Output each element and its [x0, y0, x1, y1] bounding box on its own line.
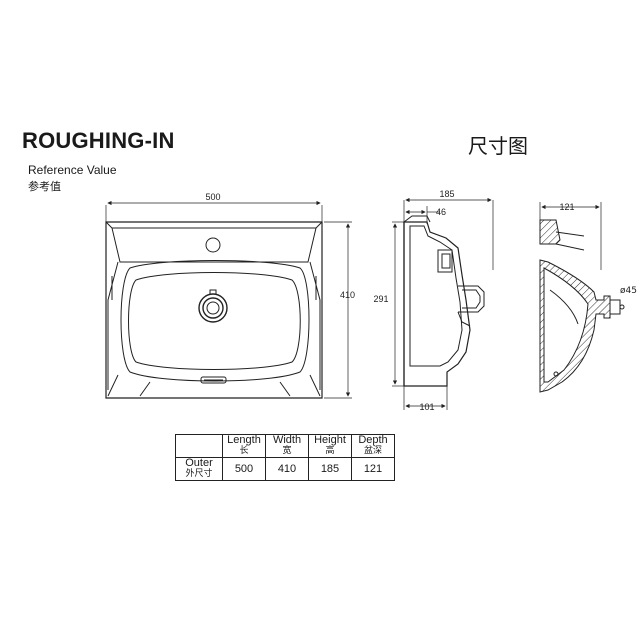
front-height-label: 410 [340, 290, 355, 300]
header-cn: 长 [239, 446, 249, 456]
side-view [392, 197, 494, 410]
section-view [539, 202, 625, 393]
table-header-cell: Depth 盆深 [351, 434, 395, 458]
front-width-label: 500 [205, 192, 220, 202]
value-cell: 410 [265, 457, 309, 481]
table-row: Outer 外尺寸 500 410 185 121 [175, 457, 395, 481]
header-cn: 宽 [282, 446, 292, 456]
value-cell: 121 [351, 457, 395, 481]
side-bottom-label: 101 [419, 402, 434, 412]
header-en: Height [314, 434, 346, 446]
value-cell: 185 [308, 457, 352, 481]
front-view [105, 200, 352, 399]
page-title-cn: 尺寸图 [468, 134, 528, 158]
section-width-label: 121 [559, 202, 574, 212]
table-header-cell: Width 宽 [265, 434, 309, 458]
table-header-cell: Length 长 [222, 434, 266, 458]
header-en: Length [227, 434, 261, 446]
row-label-en: Outer [185, 457, 213, 469]
table-header-cell: Height 高 [308, 434, 352, 458]
reference-label-cn: 参考值 [28, 180, 61, 193]
table-header-row: Length 长 Width 宽 Height 高 Depth 盆深 [175, 434, 395, 458]
row-label-cn: 外尺寸 [185, 469, 213, 479]
header-en: Depth [358, 434, 388, 446]
reference-label: Reference Value [28, 163, 117, 177]
side-offset-label: 46 [436, 207, 446, 217]
dimensions-table: Length 长 Width 宽 Height 高 Depth 盆深 Outer… [175, 434, 395, 481]
value-cell: 500 [222, 457, 266, 481]
side-height-label: 291 [373, 294, 388, 304]
row-label-cell: Outer 外尺寸 [175, 457, 223, 481]
drain-diameter-label: ø45 [620, 286, 637, 296]
header-en: Width [272, 434, 302, 446]
header-cn: 盆深 [363, 446, 382, 456]
header-cn: 高 [325, 446, 335, 456]
page-title: ROUGHING-IN [22, 128, 175, 153]
table-corner-cell [175, 434, 223, 458]
side-depth-label: 185 [439, 189, 454, 199]
